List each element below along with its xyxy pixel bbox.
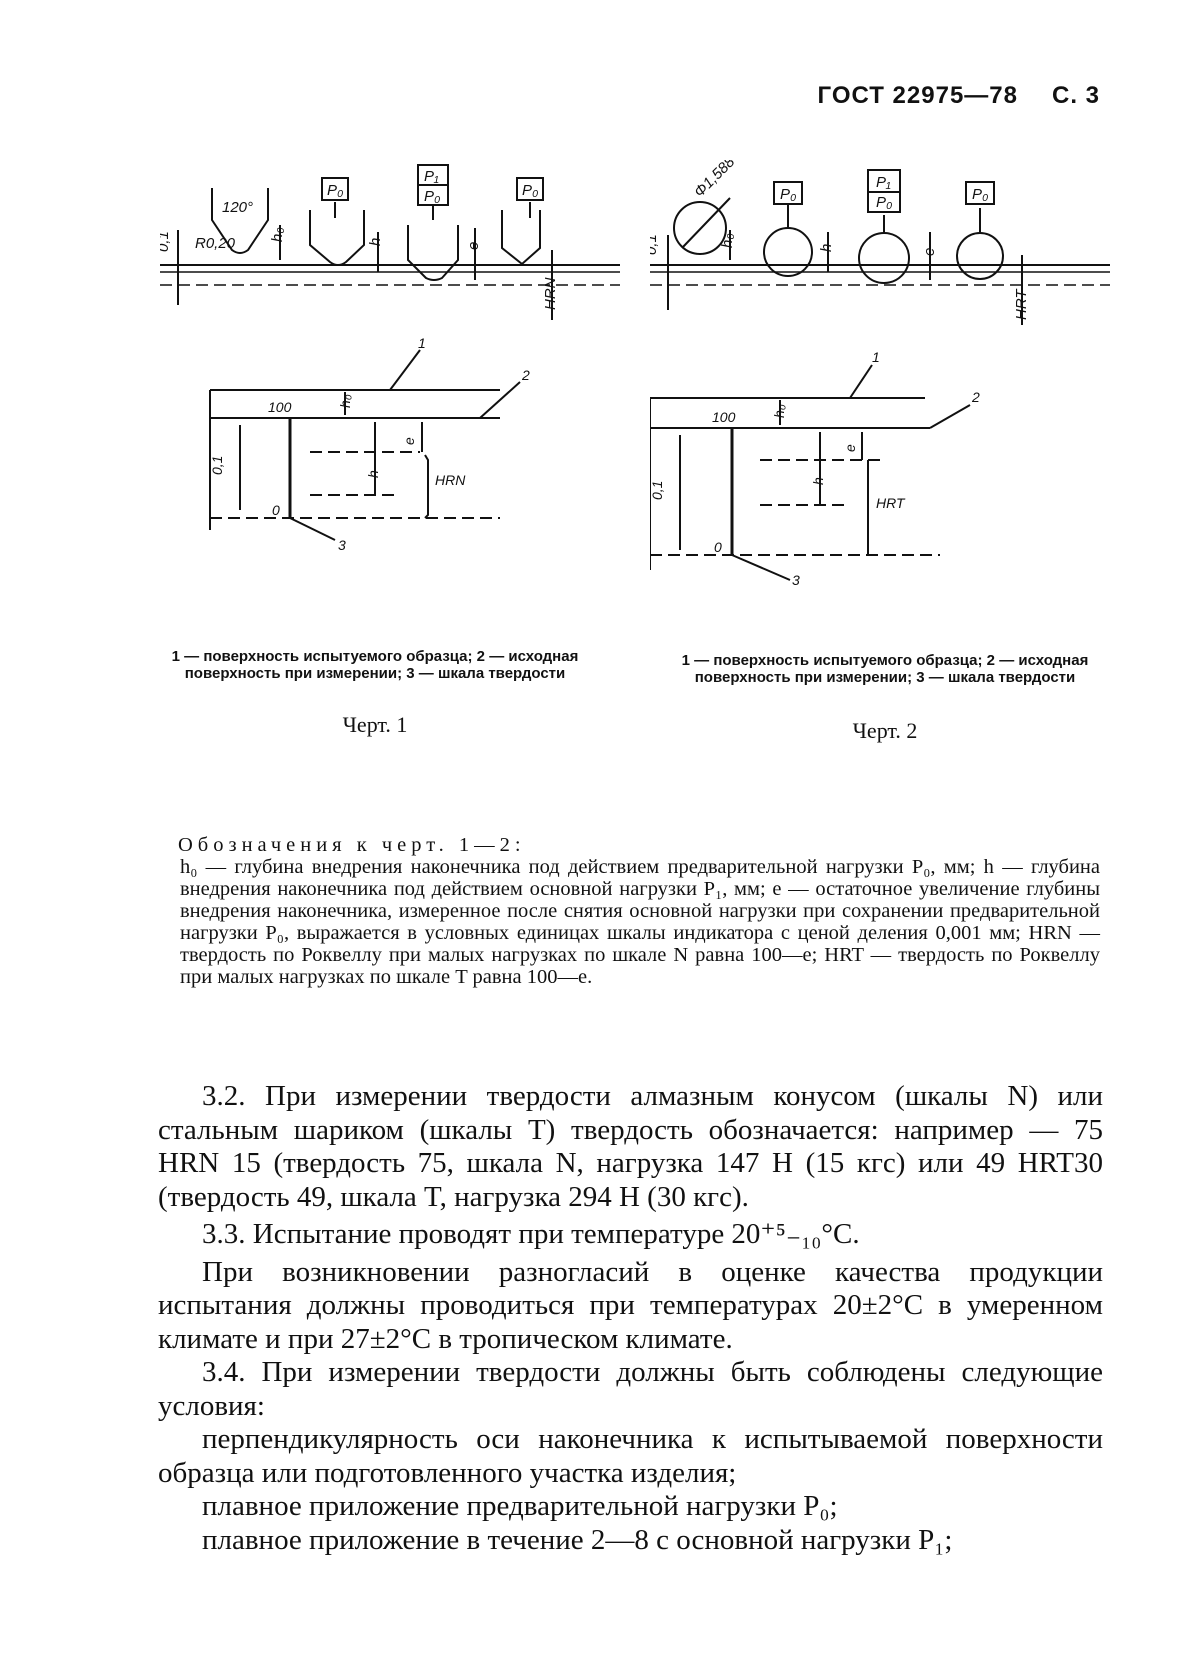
fig2-callout-2: 2 — [971, 389, 980, 405]
fig1-hrn-vertical: HRN — [542, 277, 559, 310]
fig2-h0-label: h₀ — [719, 233, 736, 248]
callout-1: 1 — [418, 335, 426, 351]
figure-2-title: Черт. 2 — [852, 718, 918, 743]
fig1-scale-100: 100 — [268, 399, 292, 415]
fig2-scale-100: 100 — [712, 409, 736, 425]
ball-diameter-label: Φ1,588 — [691, 160, 739, 201]
fig1-h-label: h — [367, 238, 384, 246]
condition-preload: плавное приложение предварительной нагру… — [202, 1490, 838, 1522]
paragraph-disagreement: При возникновении разногласий в оценке к… — [158, 1255, 1103, 1355]
fig2-load-p0-box-2 — [867, 191, 901, 213]
fig1-scale-depth: 0,1 — [209, 456, 225, 475]
fig2-e-label: e — [921, 248, 938, 256]
figure-1-indentation: P₀ P₁ P₀ P₀ 120° R0,20 0,1 h₀ h e HRN 10… — [160, 164, 620, 553]
figure-2-ball-indentation: P₀ P₁ P₀ P₀ Φ1,588 0,1 h₀ h e HRT 100 0 … — [650, 160, 1110, 588]
fig2-depth-label: 0,1 — [650, 234, 660, 255]
fig1-scale-0: 0 — [272, 502, 280, 518]
figure-1-title: Черт. 1 — [342, 712, 408, 737]
fig1-scale-h0: h₀ — [337, 394, 353, 408]
notation-title: Обозначения к черт. 1—2: — [178, 834, 526, 856]
fig1-e-label: e — [465, 242, 482, 250]
fig2-callout-3: 3 — [792, 572, 800, 588]
page-header: ГОСТ 22975—78 С. 3 — [0, 82, 1100, 110]
paragraph-3-2: 3.2. При измерении твердости алмазным ко… — [158, 1080, 1103, 1213]
figure-1-caption: 1 — поверхность испытуемого образца; 2 —… — [171, 648, 579, 682]
fig2-scale-0: 0 — [714, 539, 722, 555]
fig2-hrt-vertical: HRT — [1013, 288, 1030, 320]
callout-3: 3 — [338, 537, 346, 553]
fig2-callout-1: 1 — [872, 349, 880, 365]
fig2-scale-depth: 0,1 — [650, 481, 665, 500]
fig2-scale-e: e — [842, 444, 858, 452]
main-text: 3.2. При измерении твердости алмазным ко… — [158, 1080, 1103, 1557]
condition-perpendicularity: перпендикулярность оси наконечника к исп… — [158, 1423, 1103, 1489]
fig1-p1-label: P₁ — [424, 168, 439, 185]
fig2-load-p0-box-3 — [965, 181, 995, 205]
fig2-scale-h: h — [810, 477, 826, 485]
cone-angle-label: 120° — [222, 199, 253, 216]
page-number: С. 3 — [1051, 82, 1100, 109]
fig2-hrt-label: HRT — [876, 495, 906, 511]
fig1-scale-h: h — [365, 470, 381, 478]
figure-2-caption: 1 — поверхность испытуемого образца; 2 —… — [681, 652, 1089, 686]
notation-legend: Обозначения к черт. 1—2: h₀ — глубина вн… — [178, 834, 1100, 988]
fig1-h0-label: h₀ — [269, 227, 286, 242]
condition-main-load: плавное приложение в течение 2—8 с основ… — [202, 1523, 953, 1556]
fig2-scale-h0: h₀ — [771, 404, 787, 418]
paragraph-3-3: 3.3. Испытание проводят при температуре … — [202, 1218, 860, 1250]
fig2-p0-label: P₀ — [780, 186, 796, 203]
fig1-scale-e: e — [401, 437, 417, 445]
fig2-load-p0-box-1 — [773, 181, 803, 205]
fig2-h-label: h — [818, 244, 835, 252]
load-p0-box-1 — [321, 177, 349, 201]
fig2-p0-label-2: P₀ — [876, 194, 892, 211]
cone-radius-label: R0,20 — [195, 235, 236, 252]
fig1-hrn-label: HRN — [435, 472, 466, 488]
paragraph-3-4: 3.4. При измерении твердости должны быть… — [158, 1356, 1103, 1422]
load-p0-box-3 — [516, 177, 544, 201]
fig2-p1-label: P₁ — [876, 174, 891, 191]
fig1-depth-label: 0,1 — [160, 231, 172, 252]
fig1-p0-label: P₀ — [327, 182, 343, 199]
fig1-p0-label-3: P₀ — [522, 182, 538, 199]
standard-number: ГОСТ 22975—78 — [817, 82, 1018, 109]
load-p0-box-2 — [417, 184, 449, 206]
notation-text: h₀ — глубина внедрения наконечника под д… — [180, 856, 1100, 988]
fig2-p0-label-3: P₀ — [972, 186, 988, 203]
callout-2: 2 — [521, 367, 530, 383]
fig1-p0-label-2: P₀ — [424, 188, 440, 205]
